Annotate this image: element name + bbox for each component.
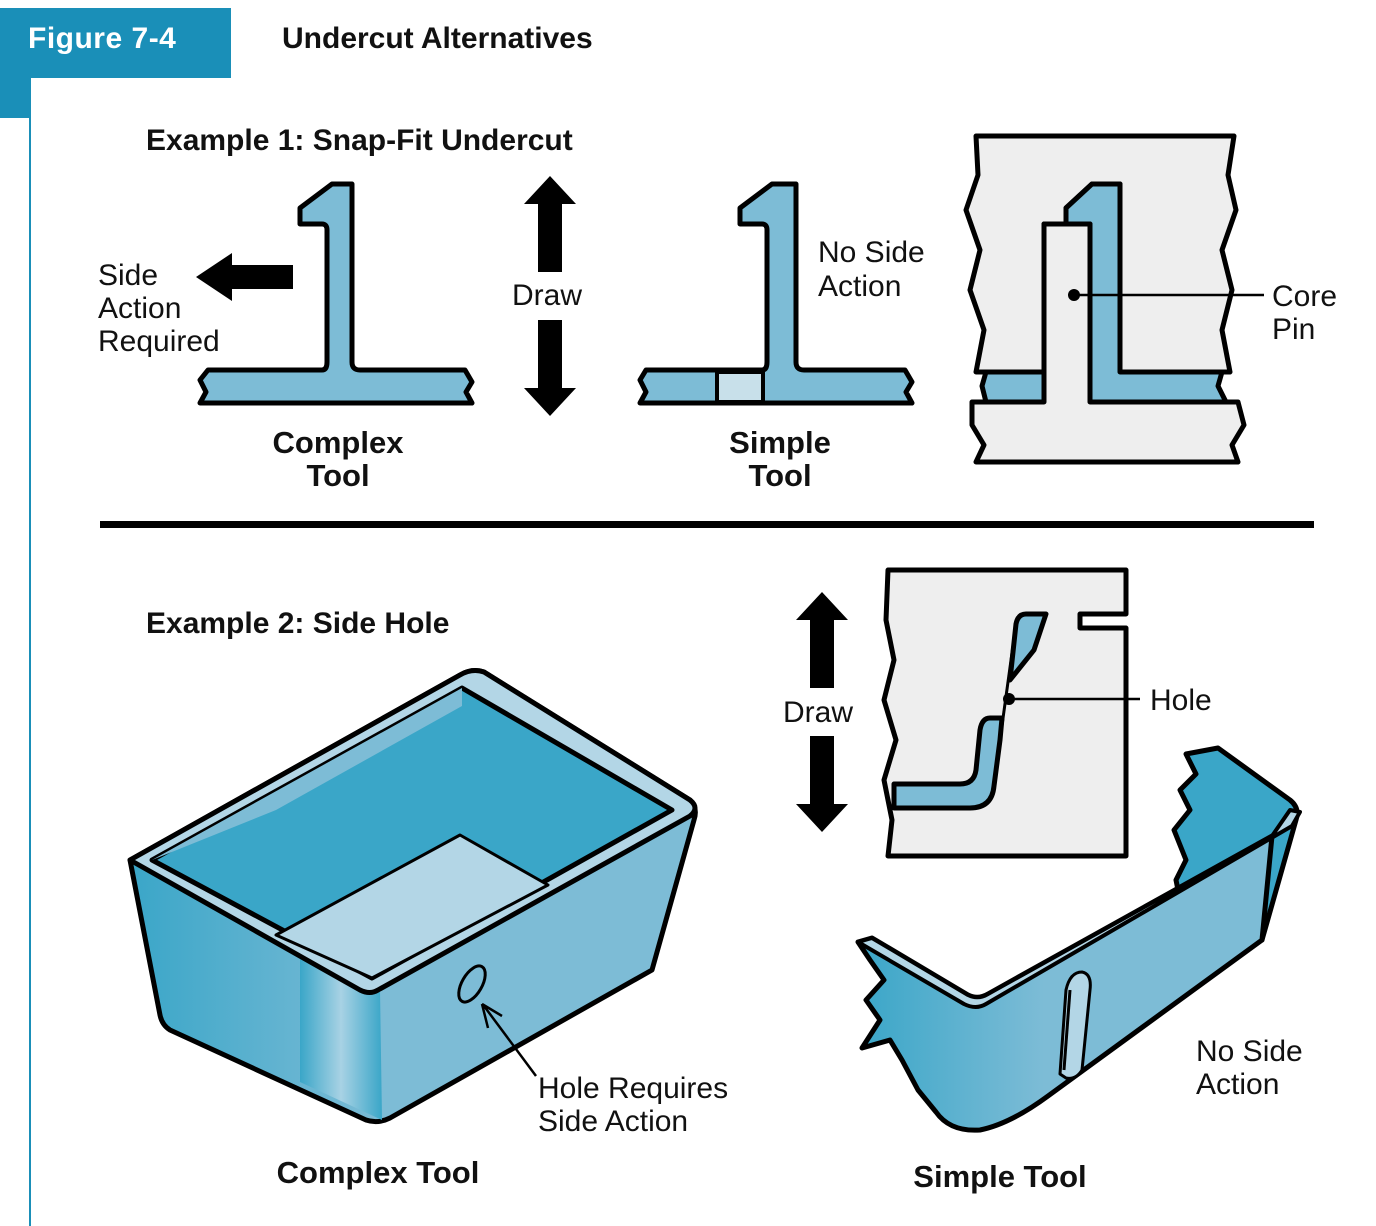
draw-arrow-up-2 <box>796 592 848 688</box>
complex-tool-label-line2: Tool <box>306 458 369 493</box>
side-action-line3: Required <box>98 325 220 358</box>
example2-heading: Example 2: Side Hole <box>146 607 449 640</box>
hole-requires-line1: Hole Requires <box>538 1072 728 1105</box>
hole-requires-line2: Side Action <box>538 1105 688 1138</box>
hole-pointer-arrow <box>480 1002 538 1077</box>
side-action-line2: Action <box>98 292 181 325</box>
simple-tool-cutaway-part <box>855 745 1302 1133</box>
simple-tool-label-line1: Simple <box>729 425 831 460</box>
section-divider <box>100 521 1314 528</box>
core-pin-mold-section <box>963 133 1247 465</box>
hole-mold-section <box>881 567 1129 859</box>
complex-tool-snapfit-part <box>197 181 475 406</box>
side-action-arrow <box>196 253 293 301</box>
complex-tool-label-line1: Complex <box>273 425 405 460</box>
no-side-action-1-line1: No Side <box>818 236 925 269</box>
figure-label: Figure 7-4 <box>28 22 177 55</box>
simple-tool-snapfit-part <box>637 181 915 406</box>
simple-tool-label-line2: Tool <box>748 458 811 493</box>
complex-tool-box <box>127 668 698 1125</box>
figure-tab <box>0 8 231 78</box>
figure-tab-extension <box>0 78 30 118</box>
side-action-line1: Side <box>98 259 158 292</box>
example1-heading: Example 1: Snap-Fit Undercut <box>146 124 573 157</box>
draw-arrow-down <box>524 320 576 416</box>
simple-tool-caption: Simple Tool <box>913 1159 1086 1194</box>
draw-arrow-up <box>524 176 576 272</box>
draw-label-2: Draw <box>783 696 853 729</box>
no-side-action-2-line2: Action <box>1196 1068 1279 1101</box>
no-side-action-2-line1: No Side <box>1196 1035 1303 1068</box>
draw-arrow-down-2 <box>796 736 848 832</box>
core-pin-line1: Core <box>1272 280 1337 313</box>
left-margin-rule <box>29 78 31 1226</box>
complex-tool-caption: Complex Tool <box>277 1155 480 1190</box>
figure-title: Undercut Alternatives <box>282 22 593 55</box>
hole-label: Hole <box>1150 684 1212 717</box>
no-side-action-1-line2: Action <box>818 270 901 303</box>
core-pin-line2: Pin <box>1272 313 1315 346</box>
draw-label-1: Draw <box>512 279 582 312</box>
